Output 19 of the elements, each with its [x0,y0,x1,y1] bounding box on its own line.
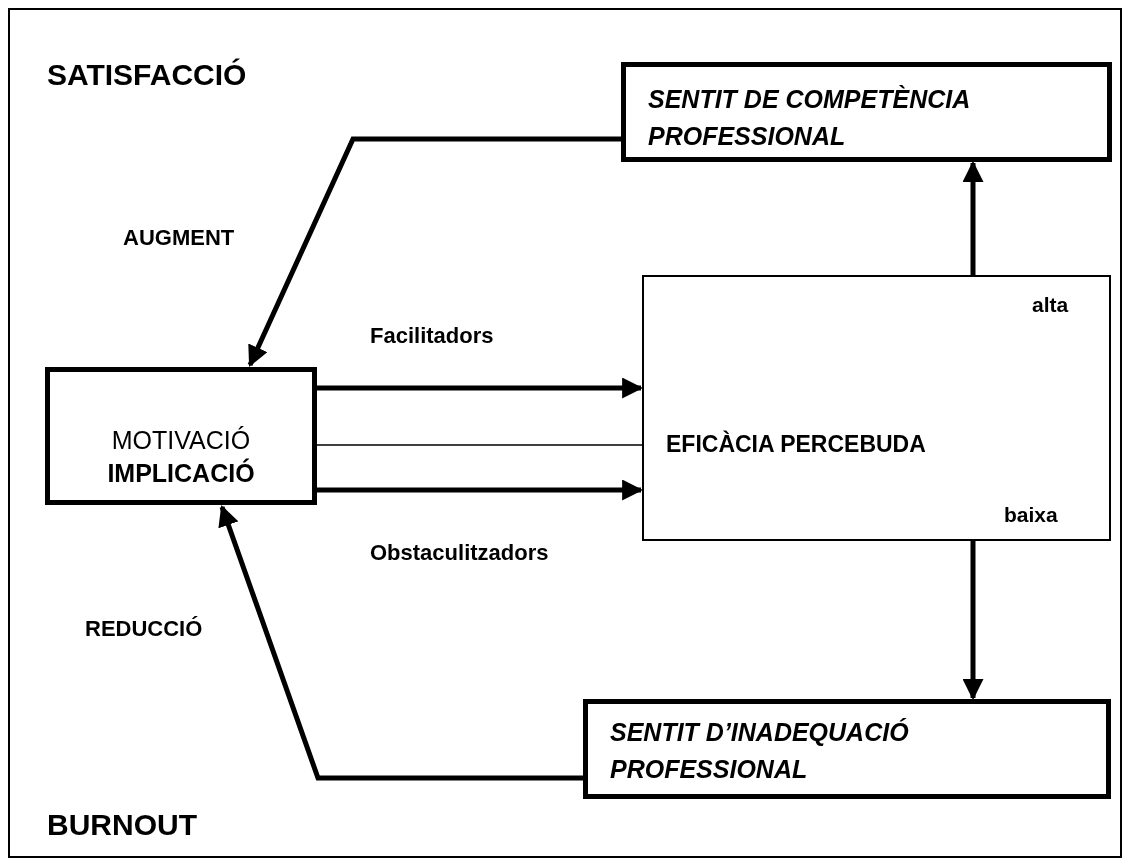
box-text: MOTIVACIÓ IMPLICACIÓ [106,425,256,489]
connector-line [316,444,643,446]
box-heading: SENTIT D’INADEQUACIÓ PROFESSIONAL [610,717,910,785]
box-heading: SENTIT DE COMPETÈNCIA PROFESSIONAL [648,84,971,152]
concept-box [642,275,1111,541]
level-label: alta [1032,293,1069,317]
section-heading: BURNOUT [47,808,197,842]
arrow [218,505,583,781]
arrow [962,160,984,275]
concept-box [45,367,317,505]
box-heading: EFICÀCIA PERCEBUDA [666,431,926,458]
arrow [962,541,984,701]
concept-box [621,62,1112,162]
arrow [317,377,644,399]
concept-box [583,699,1111,799]
section-heading: SATISFACCIÓ [47,58,247,92]
arrow [317,479,644,501]
level-label: baixa [1004,503,1058,527]
arrow [247,136,621,367]
